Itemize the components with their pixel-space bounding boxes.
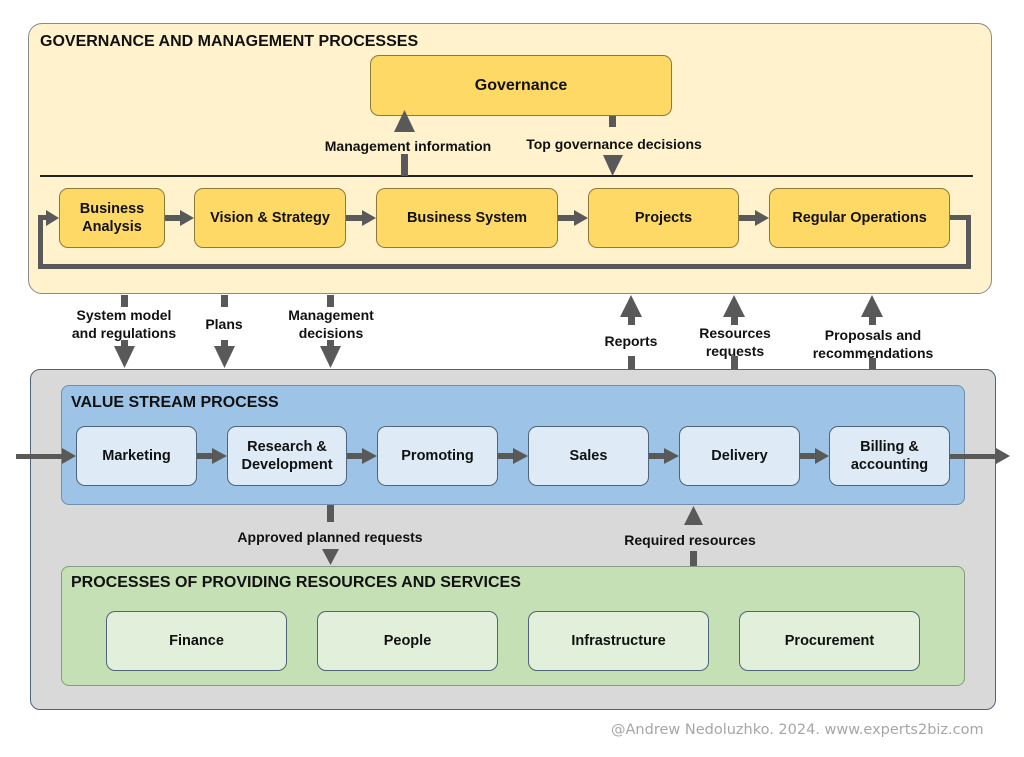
value-stream-title: VALUE STREAM PROCESS [71,394,279,411]
flow-label-system-model: System model and regulations [71,307,177,341]
resources-title: PROCESSES OF PROVIDING RESOURCES AND SER… [71,574,521,591]
flow-label-reports: Reports [604,333,658,349]
cycle-node-label: Regular Operations [792,210,927,226]
cycle-node-label: Business System [406,210,528,226]
value-step-delivery[interactable]: Delivery [679,426,800,486]
resource-label: Infrastructure [571,633,666,649]
flow-label-plans: Plans [205,316,243,332]
required-resources-label: Required resources [624,532,756,548]
resource-label: Procurement [784,633,875,649]
cycle-node-label: Business Analysis [79,201,145,235]
cycle-node-label: Projects [634,210,693,226]
value-step-label: Delivery [711,448,768,464]
value-step-billing-accounting[interactable]: Billing & accounting [829,426,950,486]
value-step-research-development[interactable]: Research & Development [227,426,347,486]
flow-label-proposals: Proposals and recommendations [812,327,934,361]
governance-node-label: Governance [474,76,568,94]
value-stream-panel [61,385,965,505]
flow-label-management-decisions: Management decisions [288,307,374,341]
management-information-label: Management information [324,138,492,154]
resource-finance[interactable]: Finance [106,611,287,671]
value-step-label: Billing & accounting [850,439,929,473]
cycle-node-business-system[interactable]: Business System [376,188,558,248]
top-governance-decisions-label: Top governance decisions [526,136,702,152]
footer-credit: @Andrew Nedoluzhko. 2024. www.experts2bi… [611,722,984,738]
value-step-label: Research & Development [241,439,333,473]
cycle-node-regular-operations[interactable]: Regular Operations [769,188,950,248]
resource-people[interactable]: People [317,611,498,671]
value-step-marketing[interactable]: Marketing [76,426,197,486]
resource-procurement[interactable]: Procurement [739,611,920,671]
value-step-promoting[interactable]: Promoting [377,426,498,486]
cycle-node-projects[interactable]: Projects [588,188,739,248]
governance-node[interactable]: Governance [370,55,672,116]
value-step-sales[interactable]: Sales [528,426,649,486]
resource-label: Finance [169,633,224,649]
cycle-node-label: Vision & Strategy [210,210,330,226]
resource-infrastructure[interactable]: Infrastructure [528,611,709,671]
cycle-node-vision-strategy[interactable]: Vision & Strategy [194,188,346,248]
value-step-label: Marketing [102,448,171,464]
value-step-label: Sales [569,448,608,464]
governance-panel-title: GOVERNANCE AND MANAGEMENT PROCESSES [40,33,419,50]
approved-planned-requests-label: Approved planned requests [237,529,423,545]
flow-label-resources-requests: Resources requests [699,325,771,359]
value-step-label: Promoting [401,448,474,464]
governance-divider-line [40,175,973,177]
cycle-node-business-analysis[interactable]: Business Analysis [59,188,165,248]
resource-label: People [383,633,432,649]
